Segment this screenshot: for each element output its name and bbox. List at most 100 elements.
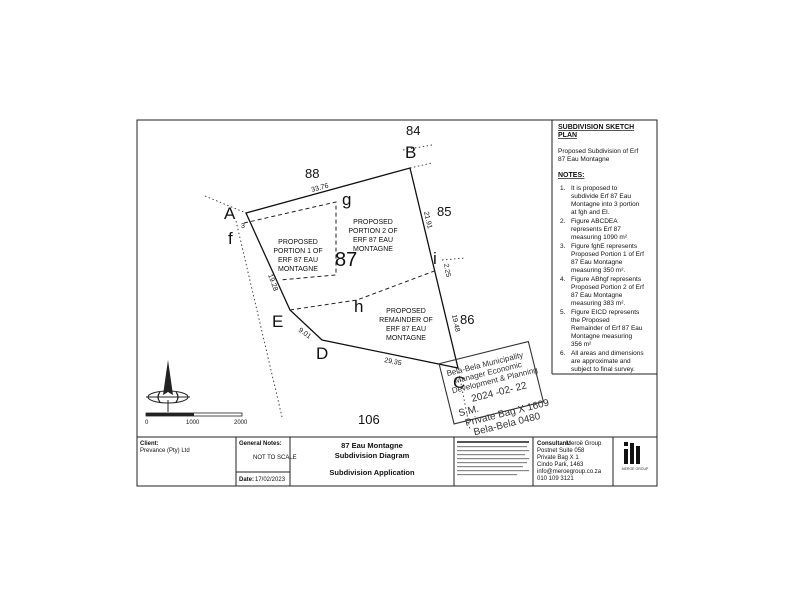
neighbor-erf-86: 86 xyxy=(460,312,474,327)
vertex-d: D xyxy=(316,344,328,363)
scale-bar: 0 1000 2000 xyxy=(145,412,248,426)
vertex-f: f xyxy=(228,229,233,248)
note-line: Proposed Portion 1 of Erf xyxy=(571,251,644,258)
drawing-frame xyxy=(136,119,658,487)
dimension-ab: 33.76 xyxy=(311,183,330,194)
svg-text:ERF 87 EAU: ERF 87 EAU xyxy=(278,257,318,264)
consultant-label: Consultant: xyxy=(537,441,570,447)
neighbor-erf-numbers: 84 88 85 86 106 xyxy=(305,123,474,427)
note-line: It is proposed to xyxy=(571,185,618,192)
note-number: 5. xyxy=(560,309,566,316)
svg-text:info@meroegroup.co.za: info@meroegroup.co.za xyxy=(537,469,602,475)
note-line: represents Erf 87 xyxy=(571,226,621,233)
note-line: 87 Eau Montagne xyxy=(571,259,623,266)
vertex-b: B xyxy=(405,143,416,162)
erf-number: 87 xyxy=(335,249,357,271)
note-line: measuring 350 m². xyxy=(571,267,625,274)
client-value: Prevance (Pty) Ltd xyxy=(140,448,190,454)
dimension-labels: 33.76 3 19.28 9.01 29.35 21.91 2.25 19.4… xyxy=(241,183,461,368)
note-line: measuring 1090 m² xyxy=(571,234,628,241)
svg-text:MONTAGNE: MONTAGNE xyxy=(386,335,426,342)
municipality-stamp: Bela-Bela Municipality Manager Economic … xyxy=(438,340,551,438)
portion-1-label: PROPOSED PORTION 1 OF ERF 87 EAU MONTAGN… xyxy=(273,239,322,273)
note-number: 1. xyxy=(560,185,566,192)
dimension-fe: 19.28 xyxy=(266,273,279,292)
neighbor-erf-85: 85 xyxy=(437,204,451,219)
project-title-line2: Subdivision Diagram xyxy=(335,451,410,460)
svg-text:Private Bag X 1: Private Bag X 1 xyxy=(537,455,579,461)
dimension-bi: 21.91 xyxy=(422,211,433,230)
note-line: Montagne into 3 portion xyxy=(571,201,640,208)
general-notes-value: NOT TO SCALE xyxy=(253,455,297,461)
logo-text: MEROË GROUP xyxy=(622,467,649,471)
vertex-a: A xyxy=(224,204,236,223)
dimension-i-short: 2.25 xyxy=(442,263,451,278)
consultant-name: Meroë Group xyxy=(566,441,602,447)
subdivision-line-EI xyxy=(289,269,438,311)
note-line: measuring 383 m². xyxy=(571,300,625,307)
project-title-line1: 87 Eau Montagne xyxy=(341,441,403,450)
note-number: 3. xyxy=(560,243,566,250)
consultant-logo: MEROË GROUP xyxy=(622,442,649,471)
vertex-e: E xyxy=(272,312,283,331)
plan-title-line1: SUBDIVISION SKETCH xyxy=(558,124,634,131)
neighbor-boundaries xyxy=(204,144,471,431)
title-block: Client: Prevance (Pty) Ltd General Notes… xyxy=(140,437,649,486)
note-number: 6. xyxy=(560,350,566,357)
remainder-label: PROPOSED REMAINDER OF ERF 87 EAU MONTAGN… xyxy=(379,308,433,342)
svg-text:MONTAGNE: MONTAGNE xyxy=(353,246,393,253)
note-line: Montagne measuring xyxy=(571,333,632,340)
general-notes-label: General Notes: xyxy=(239,441,282,447)
notes-heading: NOTES: xyxy=(558,172,584,179)
note-line: 356 m² xyxy=(571,341,592,348)
note-line: are approximate and xyxy=(571,358,631,365)
erf-87-boundary xyxy=(245,167,459,369)
svg-text:ERF 87 EAU: ERF 87 EAU xyxy=(386,326,426,333)
note-number: 4. xyxy=(560,276,566,283)
svg-text:REMAINDER OF: REMAINDER OF xyxy=(379,317,433,324)
note-line: Figure fghE represents xyxy=(571,243,638,250)
portion-2-label: PROPOSED PORTION 2 OF ERF 87 EAU MONTAGN… xyxy=(348,219,397,253)
note-line: Proposed Portion 2 of Erf xyxy=(571,284,644,291)
note-line: subject to final survey. xyxy=(571,366,635,373)
stamp-initials: S.M. xyxy=(457,404,480,420)
svg-text:PORTION 1 OF: PORTION 1 OF xyxy=(273,248,322,255)
scale-label-1000: 1000 xyxy=(186,420,200,426)
vertex-c: C xyxy=(453,373,465,392)
plan-subtitle-line1: Proposed Subdivision of Erf xyxy=(558,148,638,155)
neighbor-erf-106: 106 xyxy=(358,412,380,427)
scale-label-2000: 2000 xyxy=(234,420,248,426)
north-arrow-icon xyxy=(146,360,190,412)
vertex-h: h xyxy=(354,297,363,316)
dimension-ic: 19.48 xyxy=(450,314,461,333)
disclaimer-fine-print xyxy=(457,441,529,476)
svg-text:Cindo Park, 1463: Cindo Park, 1463 xyxy=(537,462,584,468)
project-title-line3: Subdivision Application xyxy=(329,468,415,477)
svg-text:Postnet Suite 058: Postnet Suite 058 xyxy=(537,448,585,454)
note-line: Figure ABhgf represents xyxy=(571,276,642,283)
dimension-af: 3 xyxy=(241,223,245,230)
scale-label-0: 0 xyxy=(145,420,149,426)
note-line: at fgh and EI. xyxy=(571,209,610,216)
note-line: subdivide Erf 87 Eau xyxy=(571,193,631,200)
dimension-dc: 29.35 xyxy=(384,357,403,367)
note-line: Figure EICD represents xyxy=(571,309,640,316)
svg-text:010 109 3121: 010 109 3121 xyxy=(537,476,574,482)
neighbor-erf-88: 88 xyxy=(305,166,319,181)
note-line: All areas and dimensions xyxy=(571,350,644,357)
date-label: Date: xyxy=(239,477,254,483)
svg-text:PROPOSED: PROPOSED xyxy=(278,239,318,246)
client-label: Client: xyxy=(140,441,159,447)
vertex-labels: A B C D E f g h i xyxy=(224,143,465,392)
note-number: 2. xyxy=(560,218,566,225)
svg-text:PROPOSED: PROPOSED xyxy=(386,308,426,315)
svg-text:MONTAGNE: MONTAGNE xyxy=(278,266,318,273)
plan-subtitle-line2: 87 Eau Montagne xyxy=(558,156,610,163)
vertex-i: i xyxy=(433,249,437,268)
svg-text:ERF 87 EAU: ERF 87 EAU xyxy=(353,237,393,244)
neighbor-erf-84: 84 xyxy=(406,123,420,138)
note-line: the Proposed xyxy=(571,317,610,324)
